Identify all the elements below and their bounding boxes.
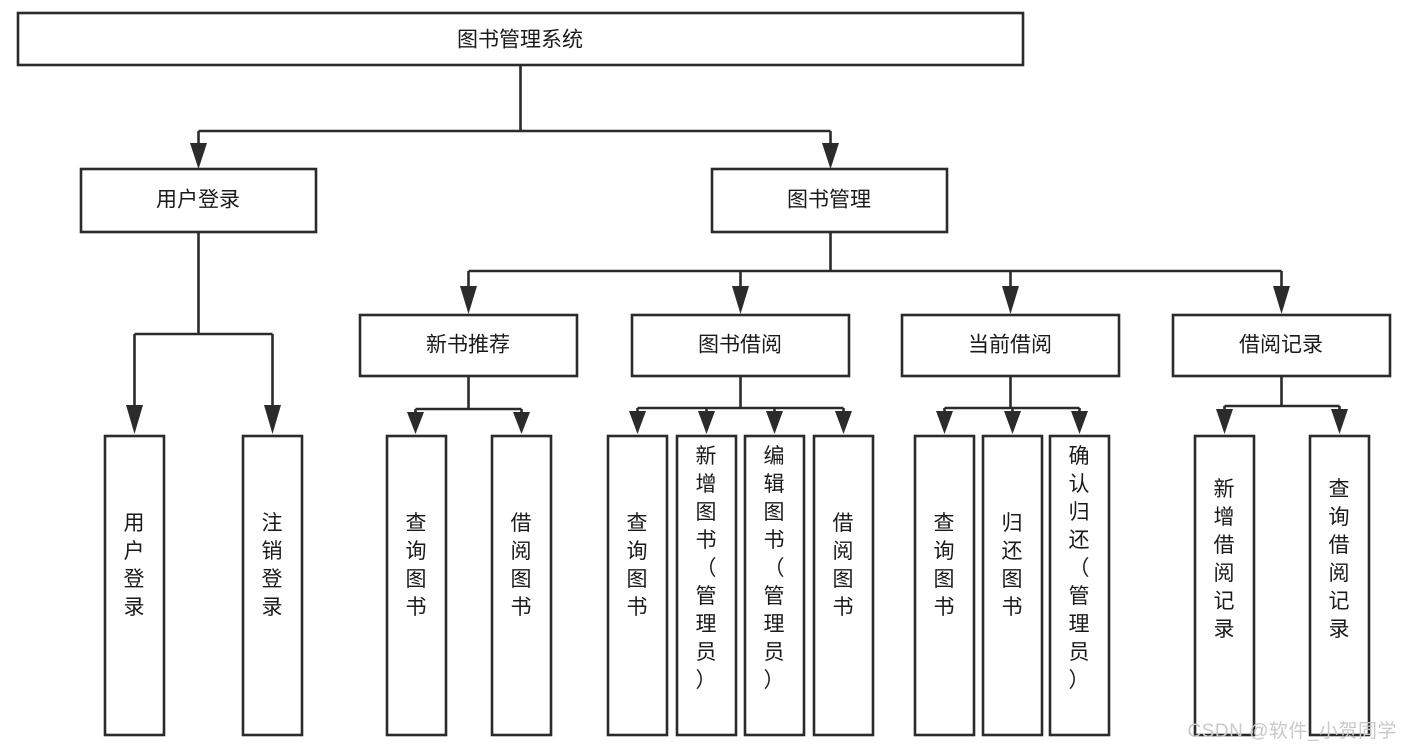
connector-group-records: [1216, 376, 1348, 434]
connector-group-root: [190, 65, 839, 169]
connector-group-borrow: [629, 376, 852, 434]
leaf-node[interactable]: 查询图书: [606, 434, 669, 737]
leaf-node[interactable]: 新增借阅记录: [1193, 434, 1256, 737]
arrow-head-icon: [835, 411, 852, 434]
leaf-records-query-label: 查询借阅记录: [1329, 478, 1350, 641]
arrow-head-icon: [1273, 286, 1290, 314]
node-book-management-box[interactable]: [710, 167, 949, 234]
leaf-borrow-query-box[interactable]: [606, 434, 669, 737]
node-user-login-box[interactable]: [79, 167, 318, 234]
node-new-book-recommend-box[interactable]: [358, 313, 579, 378]
leaf-borrow-borrow-box[interactable]: [812, 434, 875, 737]
leaf-user-login-box[interactable]: [103, 434, 166, 737]
arrow-head-icon: [1216, 409, 1233, 434]
leaf-borrow-borrow-label: 借阅图书: [833, 512, 854, 619]
node-book-management[interactable]: 图书管理: [710, 167, 949, 234]
leaf-borrow-query-label: 查询图书: [627, 512, 648, 619]
arrow-head-icon: [190, 143, 207, 169]
leaf-user-login-label: 用户登录: [124, 512, 145, 619]
leaf-borrow-edit-label: 编辑图书（管理员）: [764, 445, 785, 692]
arrow-head-icon: [629, 411, 646, 434]
node-book-borrow-box[interactable]: [630, 313, 851, 378]
leaf-borrow-add-box[interactable]: [675, 434, 738, 737]
leaf-node[interactable]: 查询借阅记录: [1308, 434, 1371, 737]
leaf-node[interactable]: 新增图书（管理员）: [675, 434, 738, 737]
arrow-head-icon: [1002, 286, 1019, 314]
leaf-current-query-box[interactable]: [913, 434, 976, 737]
leaf-node[interactable]: 归还图书: [981, 434, 1044, 737]
node-current-borrow[interactable]: 当前借阅: [900, 313, 1121, 378]
leaf-current-query-label: 查询图书: [934, 512, 955, 619]
connector-group-current: [936, 376, 1088, 434]
connector-group-user-login: [126, 232, 281, 434]
node-borrow-records[interactable]: 借阅记录: [1171, 313, 1392, 378]
leaf-current-return-label: 归还图书: [1002, 512, 1023, 619]
arrow-head-icon: [460, 286, 477, 314]
leaf-newbooks-query-label: 查询图书: [406, 512, 427, 619]
arrow-head-icon: [1331, 409, 1348, 434]
node-book-management-label: 图书管理: [787, 189, 871, 212]
leaf-current-confirm-box[interactable]: [1048, 434, 1111, 737]
leaf-newbooks-borrow-label: 借阅图书: [511, 512, 532, 619]
arrow-head-icon: [407, 412, 424, 434]
node-current-borrow-label: 当前借阅: [968, 334, 1052, 357]
node-borrow-records-box[interactable]: [1171, 313, 1392, 378]
leaf-current-return-box[interactable]: [981, 434, 1044, 737]
leaf-logout-box[interactable]: [241, 434, 304, 737]
leaf-newbooks-query-box[interactable]: [385, 434, 448, 737]
arrow-head-icon: [732, 286, 749, 314]
arrow-head-icon: [698, 411, 715, 434]
arrow-head-icon: [936, 411, 953, 434]
node-user-login[interactable]: 用户登录: [79, 167, 318, 234]
leaf-node[interactable]: 借阅图书: [490, 434, 553, 737]
arrow-head-icon: [1004, 411, 1021, 434]
node-book-borrow-label: 图书借阅: [698, 334, 782, 357]
connector-group-new-books: [407, 376, 530, 434]
arrow-head-icon: [1071, 411, 1088, 434]
node-user-login-label: 用户登录: [156, 189, 240, 212]
arrow-head-icon: [766, 411, 783, 434]
node-current-borrow-box[interactable]: [900, 313, 1121, 378]
leaf-node[interactable]: 用户登录: [103, 434, 166, 737]
leaf-node[interactable]: 确认归还（管理员）: [1048, 434, 1111, 737]
node-root-box[interactable]: [16, 11, 1025, 67]
node-root-label: 图书管理系统: [457, 29, 583, 52]
connector-group-book-management: [460, 232, 1290, 314]
leaf-borrow-edit-box[interactable]: [743, 434, 806, 737]
arrow-head-icon: [822, 143, 839, 169]
leaf-current-confirm-label: 确认归还（管理员）: [1069, 445, 1090, 692]
leaf-records-query-box[interactable]: [1308, 434, 1371, 737]
leaf-node[interactable]: 查询图书: [913, 434, 976, 737]
node-book-borrow[interactable]: 图书借阅: [630, 313, 851, 378]
node-root[interactable]: 图书管理系统: [16, 11, 1025, 67]
leaf-records-add-box[interactable]: [1193, 434, 1256, 737]
leaf-node[interactable]: 编辑图书（管理员）: [743, 434, 806, 737]
leaf-logout-label: 注销登录: [262, 512, 283, 619]
leaf-node[interactable]: 查询图书: [385, 434, 448, 737]
arrow-head-icon: [513, 412, 530, 434]
leaf-newbooks-borrow-box[interactable]: [490, 434, 553, 737]
leaf-node[interactable]: 借阅图书: [812, 434, 875, 737]
arrow-head-icon: [126, 405, 143, 434]
leaf-records-add-label: 新增借阅记录: [1214, 478, 1235, 641]
node-new-book-recommend-label: 新书推荐: [426, 334, 510, 357]
leaf-node[interactable]: 注销登录: [241, 434, 304, 737]
node-borrow-records-label: 借阅记录: [1239, 334, 1323, 357]
node-new-book-recommend[interactable]: 新书推荐: [358, 313, 579, 378]
arrow-head-icon: [264, 405, 281, 434]
leaf-borrow-add-label: 新增图书（管理员）: [696, 445, 717, 692]
